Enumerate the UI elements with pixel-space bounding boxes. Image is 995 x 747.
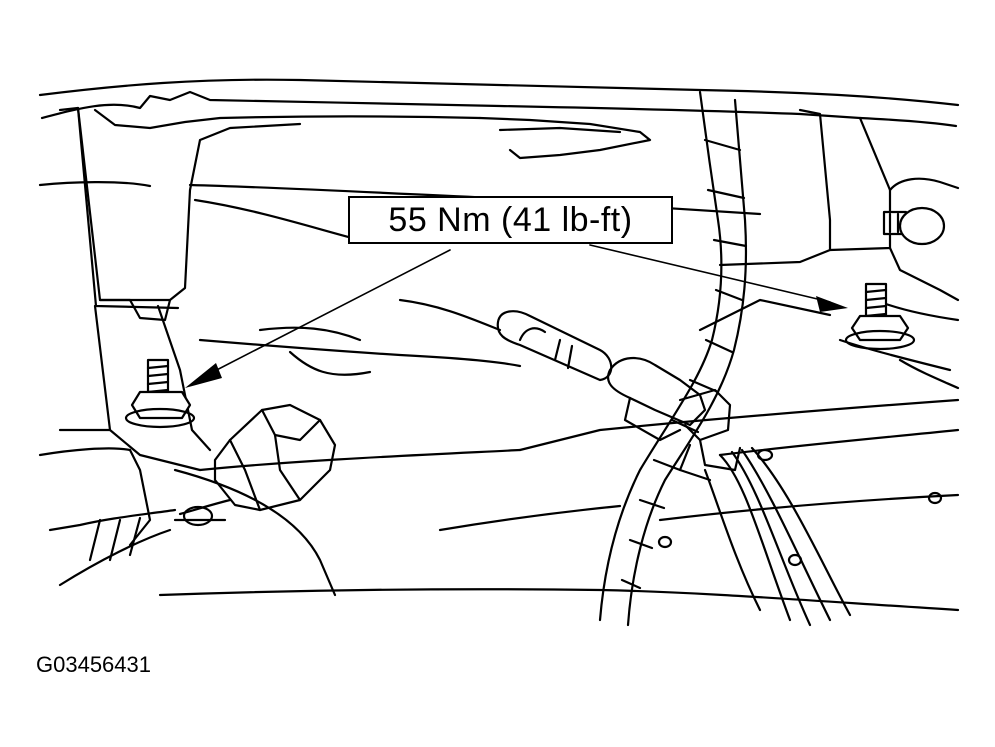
floor-panel <box>160 300 958 610</box>
bolt-icon <box>846 284 914 349</box>
tube <box>498 311 612 380</box>
bolt-icon <box>126 360 194 427</box>
right-bracket <box>720 110 958 388</box>
arrow-icon <box>590 245 848 312</box>
wire-bundle <box>705 448 850 625</box>
figure-id: G03456431 <box>36 652 151 677</box>
wiring-harness <box>600 92 746 625</box>
stud <box>884 208 944 244</box>
left-bracket <box>60 108 300 545</box>
harness-connector <box>608 358 740 480</box>
arrow-icon <box>185 250 450 388</box>
torque-callout: 55 Nm (41 lb-ft) <box>348 196 673 244</box>
side-connector <box>50 405 335 585</box>
